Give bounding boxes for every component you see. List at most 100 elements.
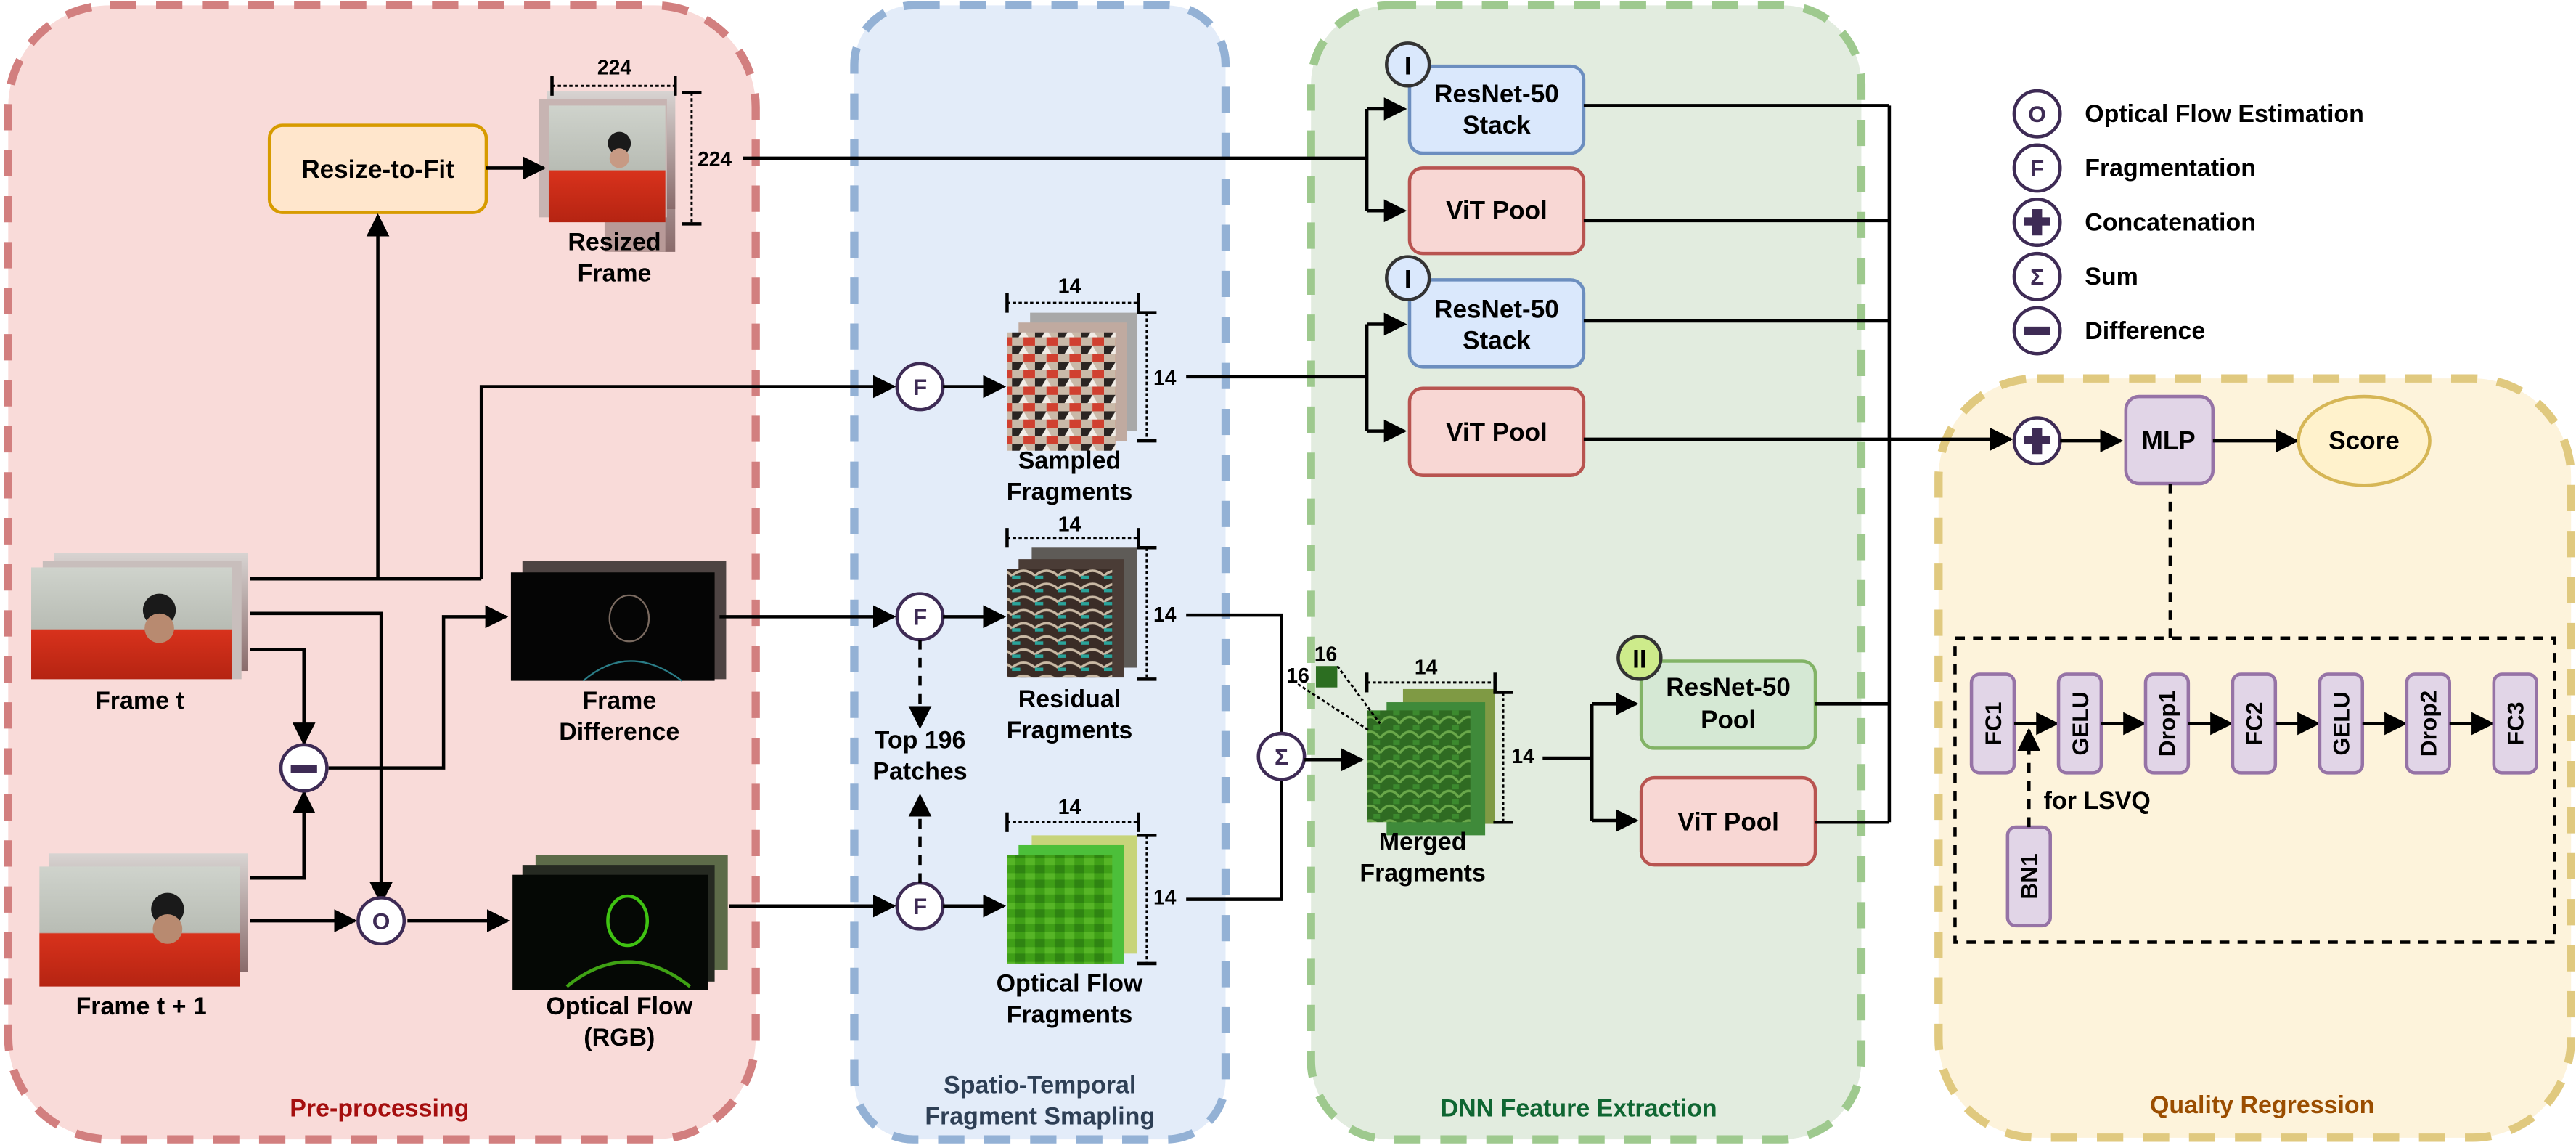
legend-item: O Optical Flow Estimation [2012,89,2364,139]
svg-text:Pool: Pool [1701,706,1756,734]
resized-frame-label-line2: Frame [578,260,652,288]
resnet-pool-box: ResNet-50 Pool [1639,659,1817,750]
frame-difference-label-line2: Difference [559,718,679,746]
mlp-box: MLP [2124,394,2215,486]
fragmentation-op-icon: F [895,881,945,931]
mlp-layer-label: Drop1 [2154,691,2180,757]
sampling-title-line2: Fragment Smapling [925,1103,1155,1131]
svg-text:ViT Pool: ViT Pool [1677,808,1779,836]
optical-flow-op-icon: O [2012,89,2062,139]
optical-flow-image [512,855,728,990]
svg-text:II: II [1632,646,1646,674]
flow-grid-width: 14 [1058,795,1081,818]
mlp-layers: FC1 GELU Drop1 FC2 GELU Drop2 FC3 [1969,672,2538,775]
vit-pool-box-1: ViT Pool [1407,166,1586,256]
bn1-layer: BN1 [2005,825,2052,928]
frame-t-label: Frame t [95,687,184,715]
resnet-stack-box-1: ResNet-50 Stack [1407,64,1586,155]
svg-text:Σ: Σ [2030,264,2044,290]
svg-text:Stack: Stack [1463,326,1531,354]
svg-text:ViT Pool: ViT Pool [1446,418,1547,447]
svg-text:ResNet-50: ResNet-50 [1434,295,1559,323]
preprocessing-title: Pre-processing [290,1094,469,1122]
svg-text:F: F [2030,155,2044,182]
resize-to-fit-box: Resize-to-Fit [267,123,488,214]
vit-pool-box-2: ViT Pool [1407,386,1586,477]
difference-op-icon [279,743,329,793]
legend-item: Σ Sum [2012,251,2138,301]
svg-text:F: F [913,374,927,400]
frame-t-image [31,553,248,680]
residual-fragments-label-line2: Fragments [1007,717,1133,744]
sampled-fragments-label-line1: Sampled [1018,447,1121,475]
legend-label: Optical Flow Estimation [2085,100,2364,128]
svg-text:ViT Pool: ViT Pool [1446,197,1547,225]
svg-text:ResNet-50: ResNet-50 [1666,673,1791,701]
legend-label: Difference [2085,317,2205,345]
stage-two-badge: II [1616,635,1663,681]
concatenation-op-icon [2012,416,2062,466]
difference-op-icon [2012,306,2062,356]
mlp-layer-label: Drop2 [2416,691,2442,757]
merged-fragments-label-line2: Fragments [1359,860,1486,887]
optical-flow-label-line1: Optical Flow [546,993,692,1020]
legend-label: Concatenation [2085,208,2256,236]
svg-text:F: F [913,893,927,919]
svg-text:Score: Score [2328,426,2399,455]
optical-flow-fragments-label-line2: Fragments [1007,1001,1133,1028]
legend-item: Concatenation [2012,198,2256,248]
mlp-layer-fc3: FC3 [2492,672,2538,775]
frame-t1-label: Frame t + 1 [76,993,207,1020]
patch-size-top: 16 [1314,642,1337,665]
sampled-fragments-image [1007,312,1137,451]
merged-fragments-label-line1: Merged [1379,829,1467,856]
mlp-layer-label: FC1 [1980,702,2006,746]
resized-width-label: 224 [597,55,631,78]
mlp-layer-gelu: GELU [2056,672,2103,775]
svg-text:O: O [2028,101,2046,127]
patch-zoom-icon [1297,665,1381,731]
sampled-grid-height: 14 [1153,366,1177,389]
optical-flow-label-line2: (RGB) [584,1024,655,1051]
svg-text:I: I [1404,52,1412,80]
residual-grid-width: 14 [1058,513,1081,536]
mlp-layer-gelu: GELU [2318,672,2365,775]
sampled-grid-width: 14 [1058,274,1081,297]
top-patches-label-line2: Patches [872,757,967,785]
residual-fragments-label-line1: Residual [1018,685,1121,713]
optical-flow-fragments-label-line1: Optical Flow [997,969,1143,997]
frame-t1-image [39,853,248,987]
dnn-panel [1307,1,1866,1144]
mlp-layer-fc2: FC2 [2231,672,2278,775]
regression-title: Quality Regression [2150,1091,2374,1119]
fragmentation-op-icon: F [895,362,945,412]
legend-label: Fragmentation [2085,155,2256,182]
mlp-layer-label: GELU [2328,691,2355,755]
mlp-layer-label: FC3 [2503,702,2529,746]
resized-frame-image [539,91,676,252]
residual-grid-height: 14 [1153,603,1177,626]
patch-size-left: 16 [1286,664,1309,687]
svg-text:BN1: BN1 [2016,853,2043,899]
stage-one-badge: I [1385,255,1431,301]
dnn-title: DNN Feature Extraction [1441,1094,1717,1122]
merged-grid-width: 14 [1415,656,1438,679]
svg-text:MLP: MLP [2142,426,2196,455]
svg-text:O: O [372,908,391,934]
optical-flow-op-icon: O [356,896,406,946]
bn-note: for LSVQ [2044,787,2151,815]
concatenation-op-icon [2012,198,2062,248]
frame-difference-label-line1: Frame [582,687,656,715]
fragmentation-op-icon: F [2012,143,2062,193]
resnet-stack-box-2: ResNet-50 Stack [1407,278,1586,369]
sum-op-icon: Σ [2012,251,2062,301]
svg-text:I: I [1404,266,1412,294]
merged-grid-height: 14 [1511,744,1534,768]
legend-item: F Fragmentation [2012,143,2256,193]
sampled-fragments-label-line2: Fragments [1007,479,1133,506]
svg-text:F: F [913,604,927,630]
legend-label: Sum [2085,263,2138,290]
mlp-layer-fc1: FC1 [1969,672,2016,775]
